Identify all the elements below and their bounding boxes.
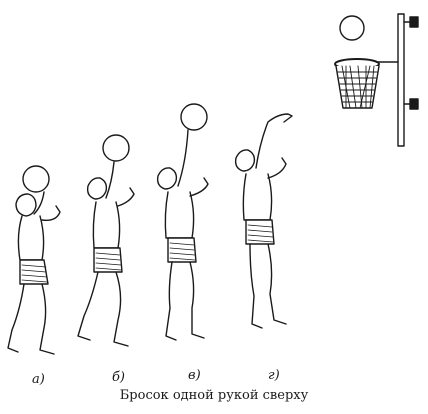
basketball-player-icon	[234, 113, 293, 329]
frame-label-a: а)	[32, 372, 45, 387]
frame-label-g: г)	[268, 368, 280, 383]
basketball-hoop-icon	[334, 13, 419, 147]
basketball-player-icon	[7, 165, 61, 355]
basketball-player-icon	[156, 103, 209, 341]
frame-label-v: в)	[188, 368, 201, 383]
basketball-player-icon	[77, 134, 135, 347]
figure-caption: Бросок одной рукой сверху	[119, 388, 309, 403]
frame-label-b: б)	[112, 370, 126, 385]
basketball-icon	[339, 15, 365, 41]
